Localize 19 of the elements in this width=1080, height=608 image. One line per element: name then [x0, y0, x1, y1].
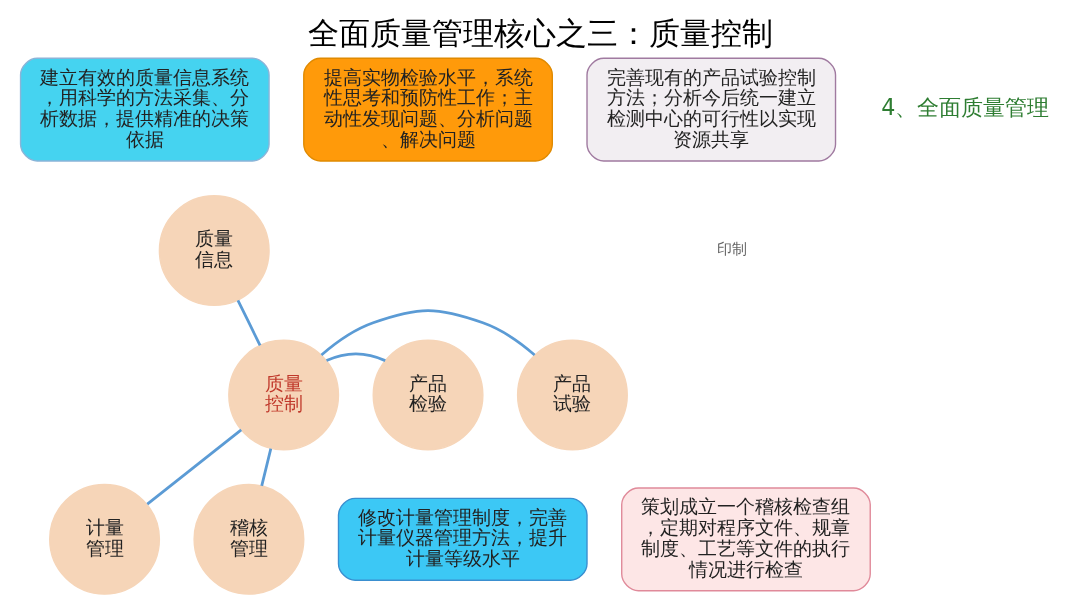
- node-circle: 产品检验: [372, 339, 484, 451]
- node-circle: 产品试验: [516, 339, 628, 451]
- diagram-title: 全面质量管理核心之三：质量控制: [307, 15, 773, 51]
- node-circle: 计量管理: [48, 483, 160, 595]
- connector: [320, 309, 535, 357]
- node-circle: 质量信息: [158, 195, 270, 307]
- node-box: 完善现有的产品试验控制方法；分析今后统一建立检测中心的可行性以实现资源共享: [585, 57, 836, 162]
- node-box: 建立有效的质量信息系统，用科学的方法采集、分析数据，提供精准的决策依据: [19, 57, 270, 162]
- label: 4、全面质量管理: [880, 93, 1049, 120]
- connector: [325, 352, 386, 362]
- connector: [145, 428, 242, 506]
- connector: [259, 448, 272, 487]
- node-box: 修改计量管理制度，完善计量仪器管理方法，提升计量等级水平: [337, 497, 588, 581]
- label: 印制: [716, 240, 747, 259]
- connector: [236, 299, 261, 347]
- node-box: 提高实物检验水平，系统性思考和预防性工作；主动性发现问题、分析问题、解决问题: [302, 57, 553, 162]
- node-circle: 稽核管理: [192, 483, 304, 595]
- node-circle: 质量控制: [227, 339, 339, 451]
- node-box: 策划成立一个稽核检查组，定期对程序文件、规章制度、工艺等文件的执行情况进行检查: [620, 487, 871, 592]
